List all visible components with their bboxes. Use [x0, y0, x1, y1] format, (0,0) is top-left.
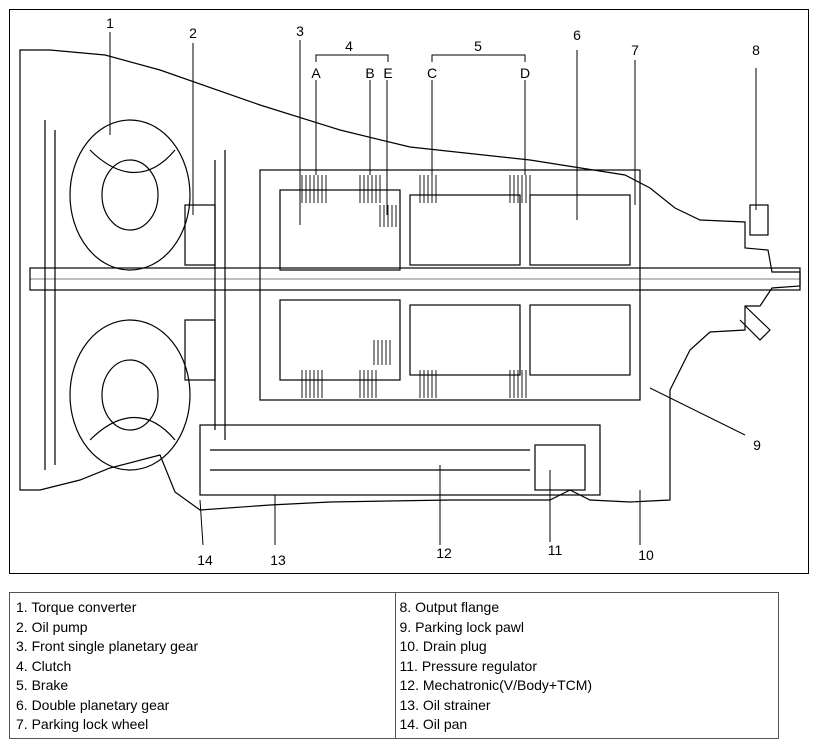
legend-item: 8. Output flange — [399, 599, 500, 615]
transmission-cross-section-figure: 1 2 3 4 5 6 7 8 9 10 11 12 13 14 A B E C… — [9, 9, 809, 574]
callout-2: 2 — [189, 25, 197, 41]
callout-1: 1 — [106, 15, 114, 31]
legend-item: 3. Front single planetary gear — [16, 638, 199, 654]
legend-item: 7. Parking lock wheel — [16, 716, 149, 732]
callout-B: B — [365, 65, 374, 81]
legend-item: 11. Pressure regulator — [399, 657, 537, 674]
legend-item: 4. Clutch — [16, 657, 72, 674]
callout-E: E — [383, 65, 392, 81]
callout-C: C — [427, 65, 437, 81]
clutch-packs — [301, 175, 531, 398]
callout-10: 10 — [638, 547, 654, 563]
callout-7: 7 — [631, 42, 639, 58]
callout-14: 14 — [197, 552, 213, 568]
legend-item: 10. Drain plug — [399, 638, 487, 654]
callout-D: D — [520, 65, 530, 81]
housing-outline — [19, 49, 801, 511]
callout-6: 6 — [573, 27, 581, 43]
callout-3: 3 — [296, 23, 304, 39]
callout-12: 12 — [436, 545, 452, 561]
legend-table: 1. Torque converter 2. Oil pump 3. Front… — [9, 592, 779, 739]
legend-item: 6. Double planetary gear — [16, 696, 170, 713]
callout-8: 8 — [752, 42, 760, 58]
callout-5: 5 — [474, 38, 482, 54]
legend-item: 5. Brake — [16, 677, 69, 693]
transmission-drawing: 1 2 3 4 5 6 7 8 9 10 11 12 13 14 A B E C… — [19, 15, 801, 568]
legend-item: 9. Parking lock pawl — [399, 618, 525, 635]
legend-column-right: 8. Output flange 9. Parking lock pawl 10… — [394, 593, 779, 738]
legend-item: 12. Mechatronic(V/Body+TCM) — [399, 677, 593, 693]
callout-labels: 1 2 3 4 5 6 7 8 9 10 11 12 13 14 A B E C… — [106, 15, 761, 568]
legend-item: 13. Oil strainer — [399, 696, 491, 713]
legend-column-left: 1. Torque converter 2. Oil pump 3. Front… — [10, 593, 395, 738]
leader-lines — [109, 32, 757, 546]
legend-item: 1. Torque converter — [16, 599, 137, 615]
callout-9: 9 — [753, 437, 761, 453]
callout-4: 4 — [345, 38, 353, 54]
callout-13: 13 — [270, 552, 286, 568]
callout-A: A — [311, 65, 321, 81]
legend-item: 2. Oil pump — [16, 618, 88, 635]
callout-11: 11 — [548, 542, 563, 558]
legend-item: 14. Oil pan — [399, 716, 468, 732]
